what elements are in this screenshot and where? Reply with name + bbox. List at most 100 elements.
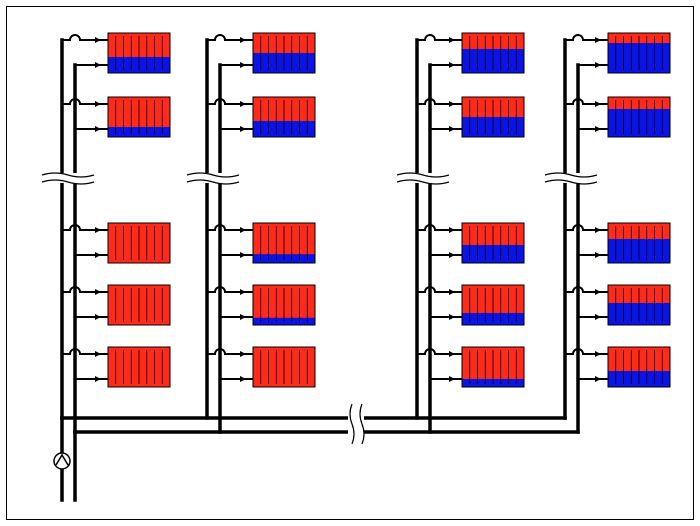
supply-valve	[595, 101, 601, 107]
radiator-group	[107, 32, 671, 388]
pipe-break-icon	[396, 179, 450, 185]
riser-break-1	[41, 172, 95, 185]
radiator	[607, 222, 671, 264]
valve-icon	[595, 62, 601, 68]
radiator	[461, 346, 525, 388]
valve-icon	[449, 62, 455, 68]
pump-arrow	[55, 453, 69, 466]
riser-break-2	[186, 172, 240, 185]
radiator-outline	[107, 96, 171, 138]
supply-valve	[449, 101, 455, 107]
pipe-break-icon	[41, 172, 95, 178]
supply-valve	[240, 289, 246, 295]
supply-valve	[595, 37, 601, 43]
supply-valve	[95, 37, 101, 43]
valve-icon	[595, 101, 601, 107]
pipe-break-icon	[41, 179, 95, 185]
valve-icon	[240, 376, 246, 382]
return-valve	[95, 252, 101, 258]
pipe-breaks	[41, 172, 598, 445]
return-valve	[595, 126, 601, 132]
supply-branch	[565, 348, 608, 355]
circulation-pump-icon	[53, 452, 71, 470]
radiator	[461, 284, 525, 326]
valve-icon	[95, 314, 101, 320]
break-mask	[545, 173, 597, 183]
valve-icon	[449, 314, 455, 320]
valve-icon	[95, 37, 101, 43]
break-mask	[397, 173, 449, 183]
radiator	[607, 284, 671, 326]
valve-icon	[449, 126, 455, 132]
valve-icon	[240, 227, 246, 233]
return-valve	[240, 252, 246, 258]
return-valve	[449, 376, 455, 382]
supply-branch	[62, 224, 108, 231]
valve-icon	[240, 289, 246, 295]
radiator-outline	[252, 346, 316, 388]
radiator-outline	[252, 32, 316, 74]
mains-break	[348, 403, 365, 445]
supply-branch	[565, 98, 608, 105]
supply-valve	[595, 351, 601, 357]
radiator	[252, 284, 316, 326]
supply-branch	[207, 348, 253, 355]
supply-valve	[95, 101, 101, 107]
supply-branch	[565, 224, 608, 231]
supply-branch	[565, 34, 608, 41]
radiator-outline	[107, 222, 171, 264]
pump-body	[53, 452, 71, 470]
radiator	[607, 96, 671, 138]
valve-icon	[95, 289, 101, 295]
supply-branch	[565, 286, 608, 293]
valve-icon	[595, 227, 601, 233]
radiator	[252, 96, 316, 138]
supply-valve	[449, 351, 455, 357]
valve-icon	[449, 351, 455, 357]
valve-icon	[595, 351, 601, 357]
return-valve	[240, 126, 246, 132]
pipe-break-icon	[349, 403, 355, 445]
supply-valve	[95, 289, 101, 295]
radiator	[461, 32, 525, 74]
valve-icon	[595, 252, 601, 258]
pipe-break-icon	[396, 172, 450, 178]
radiator-outline	[252, 284, 316, 326]
radiator-outline	[107, 284, 171, 326]
supply-valve	[240, 37, 246, 43]
valve-icon	[240, 314, 246, 320]
break-mask	[187, 173, 239, 183]
radiator-outline	[607, 346, 671, 388]
valve-icon	[449, 227, 455, 233]
valve-icon	[449, 289, 455, 295]
radiator	[461, 96, 525, 138]
valve-icon	[595, 289, 601, 295]
radiator-outline	[461, 222, 525, 264]
radiator	[252, 32, 316, 74]
valve-icon	[240, 126, 246, 132]
return-valve	[95, 126, 101, 132]
supply-branch	[417, 286, 462, 293]
supply-valve	[95, 227, 101, 233]
valve-icon	[95, 351, 101, 357]
valve-icon	[95, 62, 101, 68]
return-valve	[240, 314, 246, 320]
valve-icon	[595, 126, 601, 132]
radiator-outline	[252, 96, 316, 138]
supply-branch	[207, 98, 253, 105]
pipe-network	[60, 34, 609, 502]
return-valve	[240, 62, 246, 68]
pipe-break-icon	[544, 179, 598, 185]
valve-icon	[449, 252, 455, 258]
pipe-break-icon	[359, 403, 365, 445]
valve-icon	[449, 101, 455, 107]
return-valve	[95, 314, 101, 320]
supply-branch	[207, 34, 253, 41]
return-valve	[95, 62, 101, 68]
radiator	[107, 96, 171, 138]
supply-branch	[417, 98, 462, 105]
supply-branch	[207, 224, 253, 231]
radiator	[607, 346, 671, 388]
radiator-outline	[461, 284, 525, 326]
